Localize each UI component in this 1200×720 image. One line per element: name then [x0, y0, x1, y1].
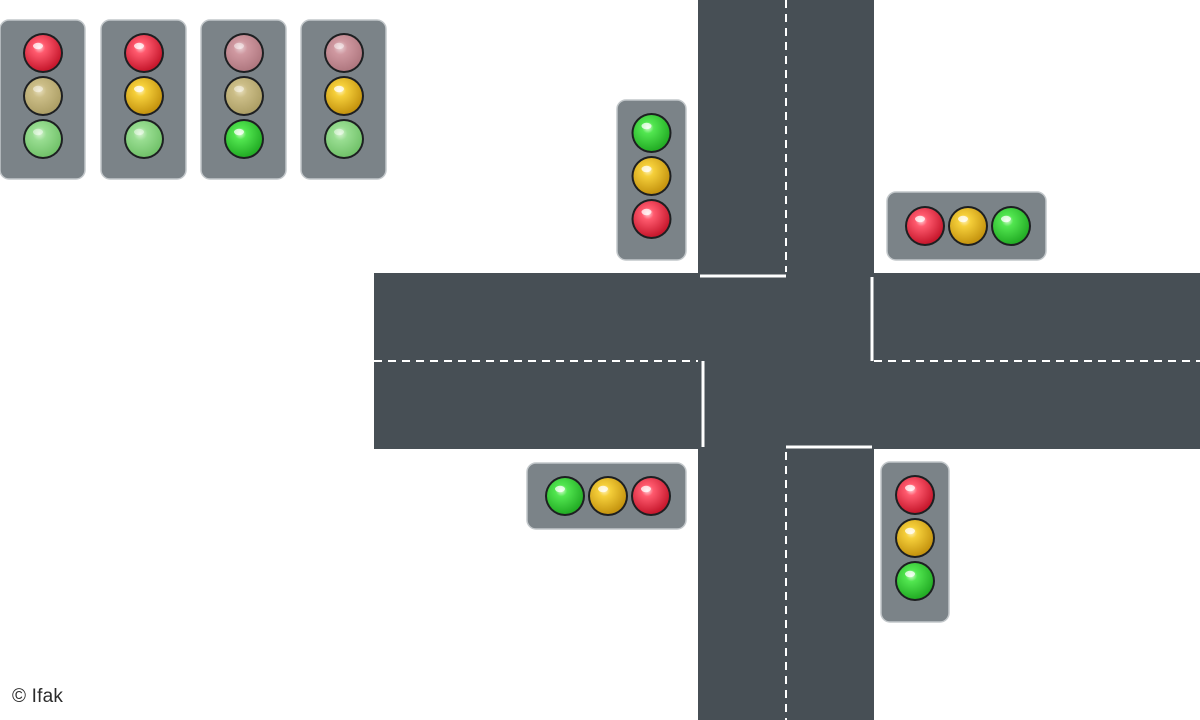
yellow-lamp-glint — [905, 527, 915, 535]
signal-north — [616, 99, 687, 261]
green-lamp-glint — [33, 128, 43, 136]
yellow-lamp — [631, 156, 672, 196]
red-lamp-glint — [234, 42, 244, 50]
red-lamp — [631, 476, 671, 516]
green-lamp-lens — [547, 478, 583, 514]
green-lamp-glint — [134, 128, 144, 136]
green-lamp — [324, 119, 364, 159]
red-lamp-glint — [915, 215, 925, 223]
phase-legend — [0, 19, 387, 180]
yellow-lamp-lens — [633, 158, 670, 194]
red-lamp-lens — [326, 35, 362, 71]
red-lamp-glint — [641, 208, 652, 216]
green-lamp — [631, 113, 672, 153]
red-lamp-glint — [33, 42, 43, 50]
yellow-lamp-glint — [334, 85, 344, 93]
green-lamp-glint — [555, 485, 565, 493]
phase-signal-red — [0, 19, 86, 180]
red-lamp-glint — [905, 484, 915, 492]
intersection-roads — [374, 0, 1200, 720]
yellow-lamp-glint — [641, 165, 652, 173]
copyright-credit: © Ifak — [12, 686, 64, 707]
phase-signal-green — [200, 19, 287, 180]
yellow-lamp-lens — [226, 78, 262, 114]
green-lamp-lens — [126, 121, 162, 157]
signal-east — [886, 191, 1047, 261]
green-lamp-glint — [334, 128, 344, 136]
yellow-lamp — [895, 518, 935, 558]
red-lamp-lens — [633, 201, 670, 237]
phase-signal-yellow — [300, 19, 387, 180]
green-lamp-lens — [993, 208, 1029, 244]
yellow-lamp-glint — [958, 215, 968, 223]
red-lamp — [324, 33, 364, 73]
green-lamp-glint — [641, 122, 652, 130]
green-lamp — [991, 206, 1031, 246]
green-lamp — [23, 119, 63, 159]
red-lamp-lens — [226, 35, 262, 71]
green-lamp — [224, 119, 264, 159]
signal-south — [880, 461, 950, 623]
red-lamp-glint — [641, 485, 651, 493]
red-lamp-lens — [907, 208, 943, 244]
red-lamp-lens — [126, 35, 162, 71]
red-lamp — [23, 33, 63, 73]
green-lamp-lens — [326, 121, 362, 157]
yellow-lamp-lens — [950, 208, 986, 244]
yellow-lamp-glint — [33, 85, 43, 93]
phase-signal-red-yellow — [100, 19, 187, 180]
green-lamp — [895, 561, 935, 601]
yellow-lamp-glint — [134, 85, 144, 93]
red-lamp — [895, 475, 935, 515]
green-lamp-glint — [234, 128, 244, 136]
green-lamp-lens — [633, 115, 670, 151]
yellow-lamp-lens — [326, 78, 362, 114]
red-lamp-lens — [633, 478, 669, 514]
yellow-lamp — [224, 76, 264, 116]
signal-west — [526, 462, 687, 530]
yellow-lamp-lens — [897, 520, 933, 556]
red-lamp-lens — [25, 35, 61, 71]
red-lamp-glint — [334, 42, 344, 50]
yellow-lamp-lens — [25, 78, 61, 114]
green-lamp-glint — [905, 570, 915, 578]
green-lamp-lens — [25, 121, 61, 157]
yellow-lamp-lens — [126, 78, 162, 114]
yellow-lamp — [23, 76, 63, 116]
green-lamp-lens — [226, 121, 262, 157]
red-lamp-lens — [897, 477, 933, 513]
green-lamp-lens — [897, 563, 933, 599]
intersection-signals — [526, 99, 1047, 623]
red-lamp-glint — [134, 42, 144, 50]
red-lamp — [224, 33, 264, 73]
green-lamp — [124, 119, 164, 159]
red-lamp — [905, 206, 945, 246]
yellow-lamp — [324, 76, 364, 116]
red-lamp — [631, 199, 672, 239]
yellow-lamp — [588, 476, 628, 516]
yellow-lamp-lens — [590, 478, 626, 514]
green-lamp — [545, 476, 585, 516]
yellow-lamp-glint — [598, 485, 608, 493]
green-lamp-glint — [1001, 215, 1011, 223]
yellow-lamp — [124, 76, 164, 116]
yellow-lamp — [948, 206, 988, 246]
red-lamp — [124, 33, 164, 73]
yellow-lamp-glint — [234, 85, 244, 93]
